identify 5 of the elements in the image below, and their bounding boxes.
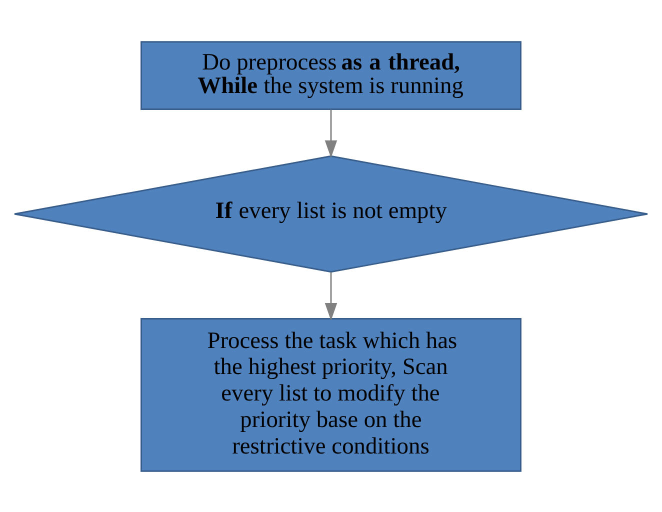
arrow [324, 109, 338, 158]
node-box: Process the task which has the highest priority, Scan every list to modify the priority base on the restrictive conditions [140, 318, 522, 472]
node-diamond: If every list is not empty [14, 154, 648, 272]
arrow [324, 272, 338, 320]
node-box: Do preprocess as a thread, While the system is running [140, 40, 522, 110]
